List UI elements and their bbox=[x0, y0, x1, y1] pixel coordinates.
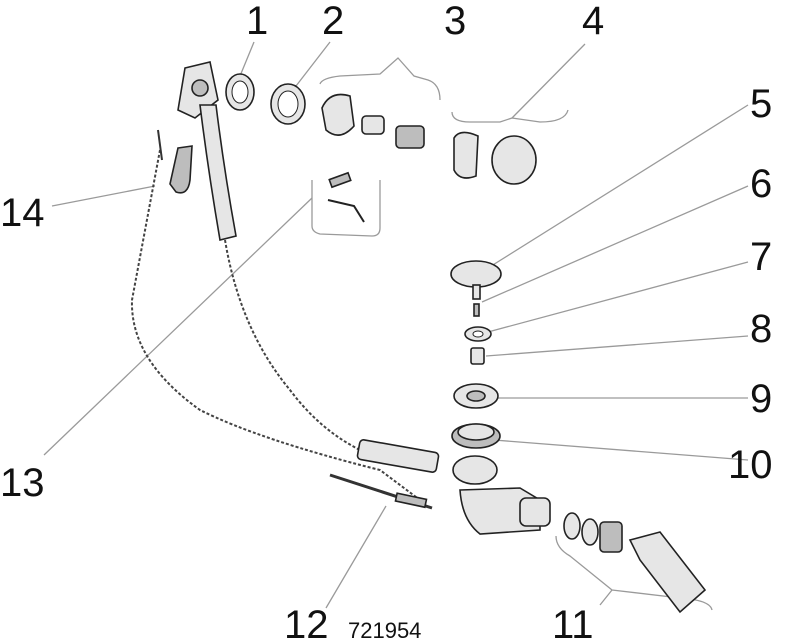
part-11-trap-assembly bbox=[563, 512, 707, 614]
callout-5: 5 bbox=[750, 82, 772, 126]
article-number: 721954 bbox=[348, 618, 421, 642]
leader-4-bracket bbox=[451, 43, 586, 123]
callout-13: 13 bbox=[0, 461, 45, 505]
part-4-overflow-cover bbox=[453, 131, 537, 185]
callout-7: 7 bbox=[750, 235, 772, 279]
part-12-cable-end bbox=[329, 473, 433, 510]
leader-8 bbox=[485, 335, 749, 357]
leader-14 bbox=[51, 185, 156, 207]
part-1-seal-ring bbox=[225, 73, 255, 111]
callout-8: 8 bbox=[750, 307, 772, 351]
bowden-cable bbox=[130, 149, 421, 501]
callout-6: 6 bbox=[750, 162, 772, 206]
part-9-drain-flange bbox=[453, 383, 499, 409]
overflow-housing bbox=[177, 61, 237, 241]
callout-10: 10 bbox=[728, 443, 773, 487]
leader-1 bbox=[239, 41, 255, 77]
part-2-seal-ring bbox=[270, 83, 306, 125]
callout-3: 3 bbox=[444, 0, 466, 43]
callout-12: 12 bbox=[284, 603, 329, 642]
leader-5 bbox=[487, 104, 749, 269]
part-13-small-parts bbox=[327, 171, 365, 223]
leader-2 bbox=[295, 41, 331, 87]
leader-12 bbox=[325, 505, 387, 609]
leader-13-bracket bbox=[311, 180, 381, 237]
callout-1: 1 bbox=[246, 0, 268, 43]
drain-body bbox=[356, 439, 551, 535]
leader-lines bbox=[43, 41, 749, 611]
part-3-overflow-mechanism bbox=[321, 93, 425, 149]
callout-14: 14 bbox=[0, 191, 45, 235]
part-10-drain-ring bbox=[451, 423, 501, 449]
callout-11: 11 bbox=[552, 603, 594, 642]
leader-3-bracket bbox=[319, 57, 441, 101]
part-7-washer bbox=[464, 326, 492, 342]
leader-13 bbox=[43, 197, 313, 456]
leader-10 bbox=[493, 439, 749, 461]
callout-9: 9 bbox=[750, 377, 772, 421]
leader-7 bbox=[487, 261, 749, 333]
callout-2: 2 bbox=[322, 0, 344, 43]
callout-4: 4 bbox=[582, 0, 604, 43]
part-5-drain-plug-cap bbox=[450, 260, 502, 300]
overflow-cable bbox=[224, 239, 361, 451]
part-8-bushing bbox=[470, 347, 485, 365]
part-14-cable-connector bbox=[157, 129, 193, 194]
part-6-screw bbox=[473, 303, 480, 317]
leader-6 bbox=[481, 185, 749, 303]
